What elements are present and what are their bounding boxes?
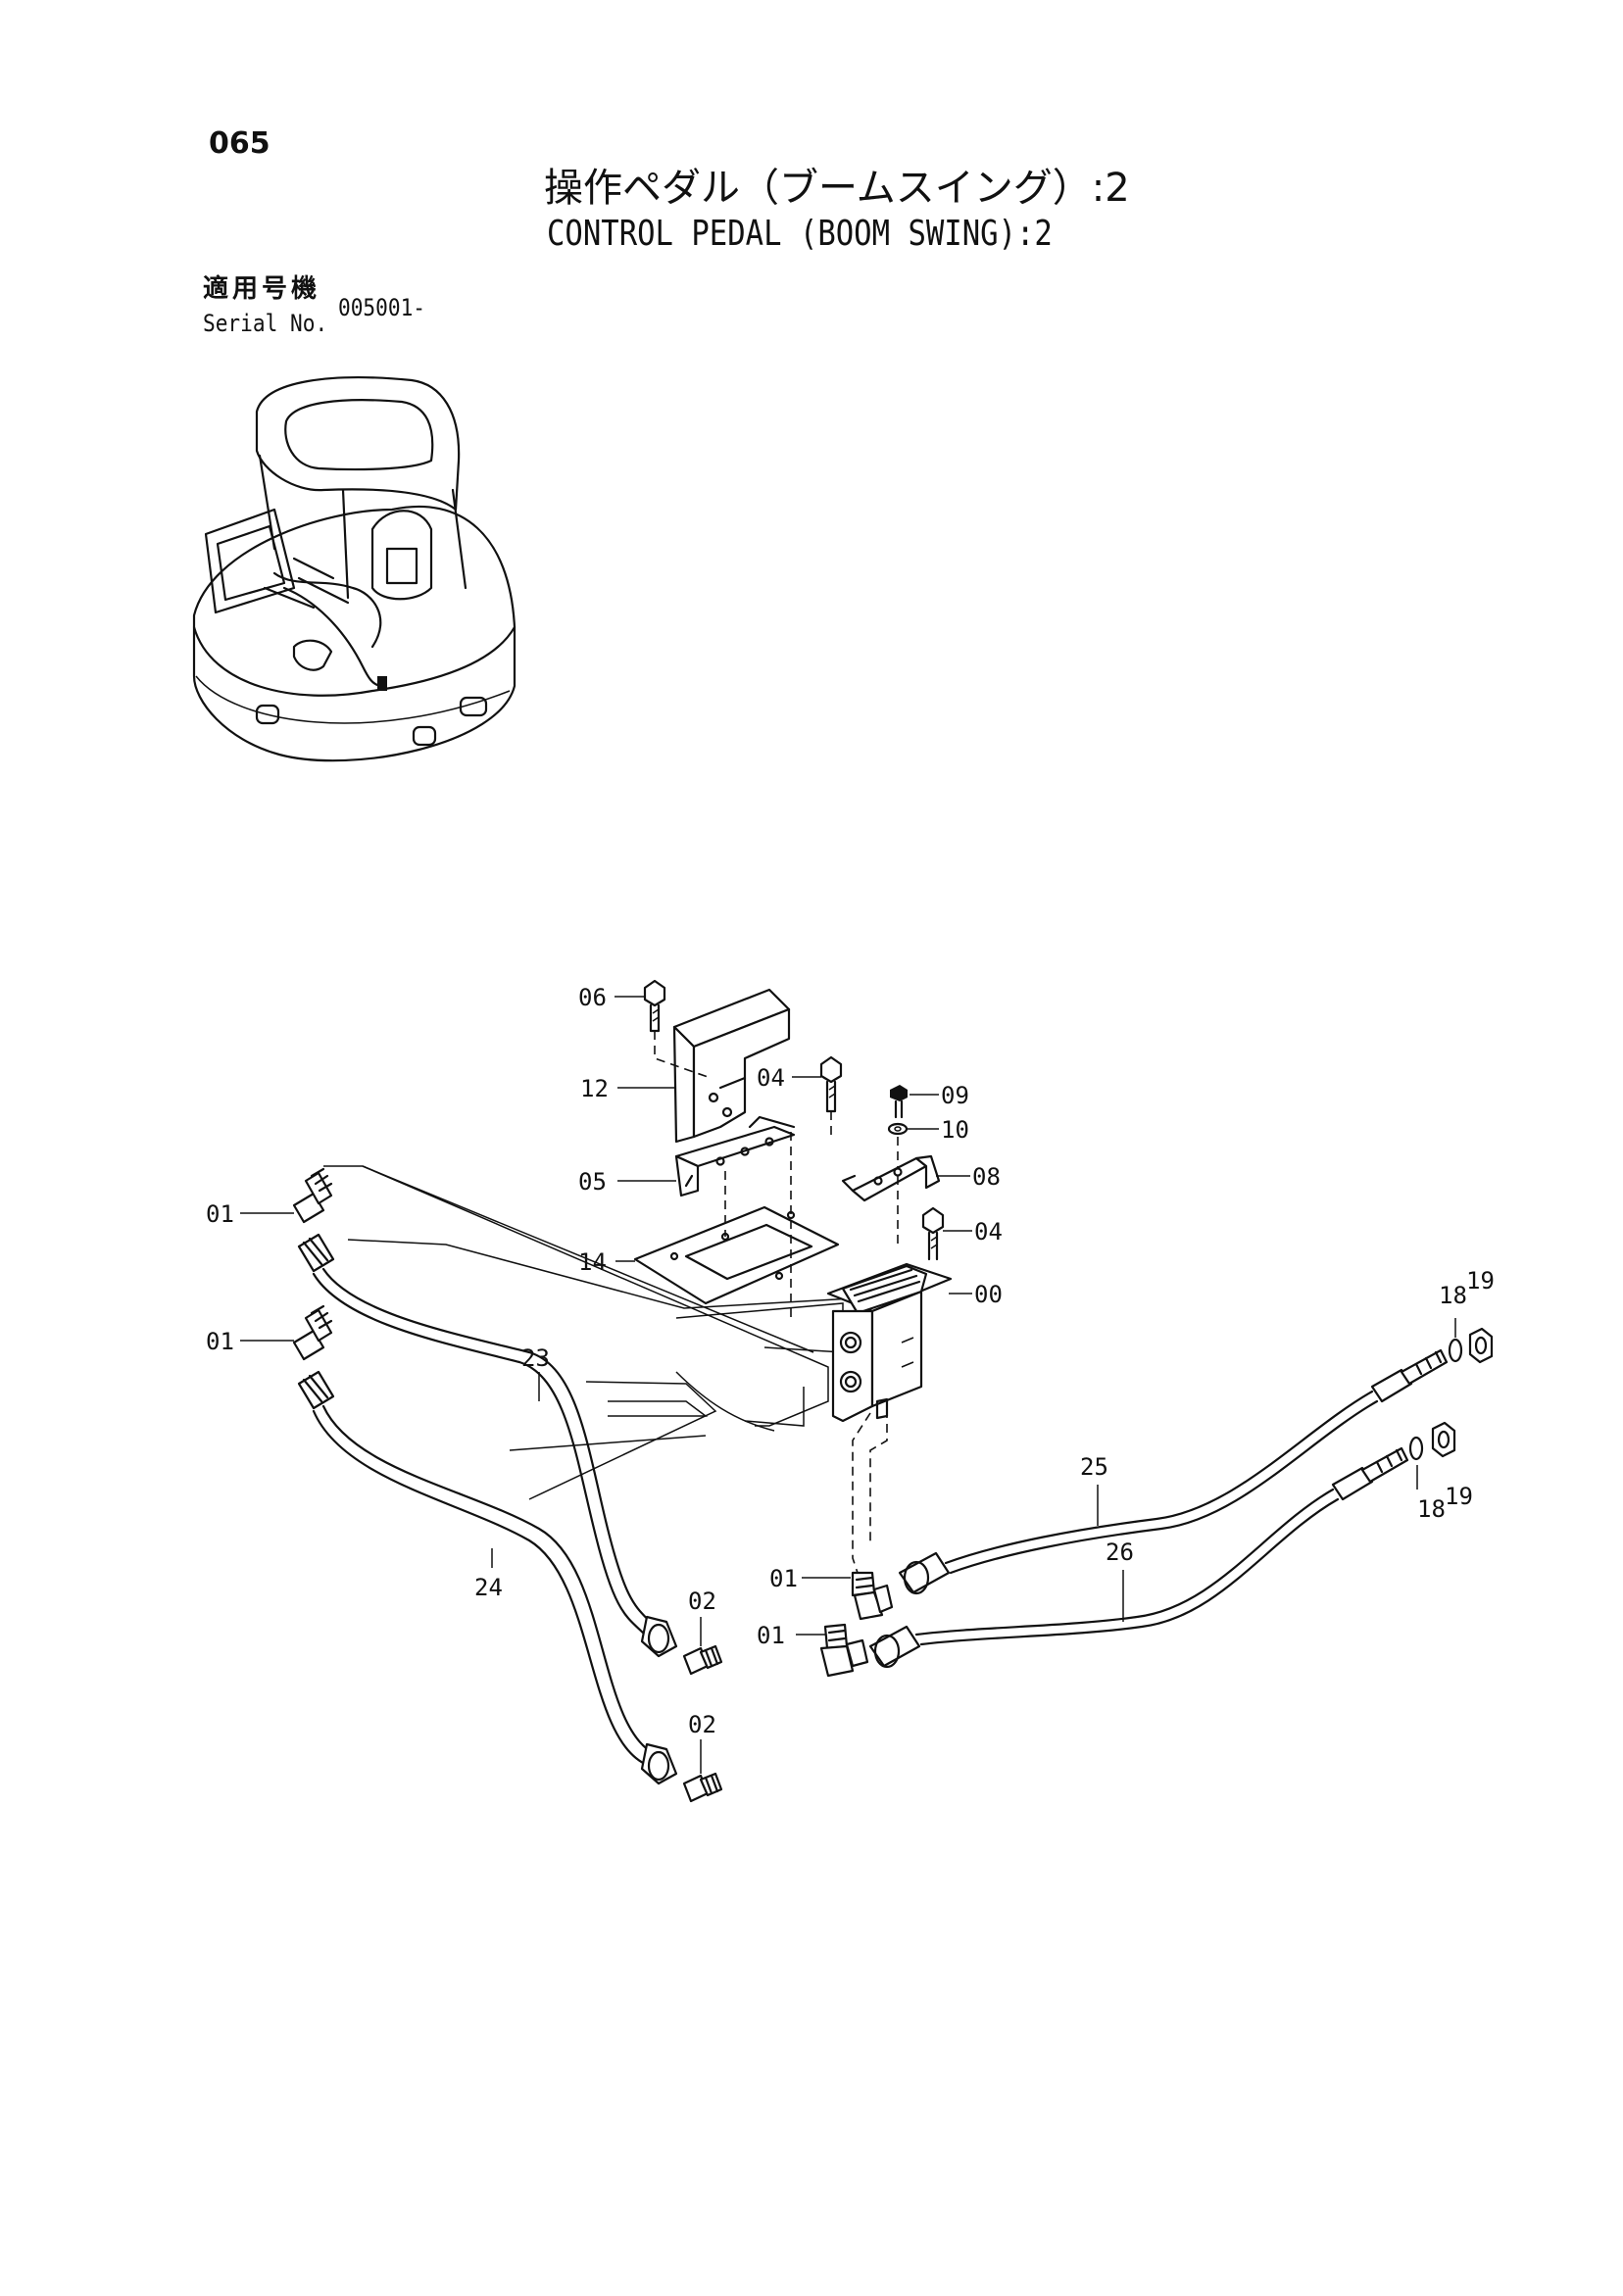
callout-01-center-lower: 01 (757, 1622, 785, 1649)
callout-14: 14 (578, 1248, 607, 1276)
callout-26: 26 (1106, 1539, 1134, 1566)
callout-10: 10 (941, 1116, 969, 1144)
elbow-fitting-part-01-center-upper (851, 1571, 894, 1621)
hose-part-25 (898, 1348, 1449, 1595)
callout-01-center-upper: 01 (769, 1565, 798, 1592)
serial-label-japanese: 適用号機 (203, 274, 321, 304)
serial-label-english: Serial No. (203, 310, 328, 337)
elbow-fitting-part-01-left-lower (292, 1304, 333, 1361)
callout-04-lower: 04 (974, 1218, 1003, 1246)
callout-01-left-upper: 01 (206, 1200, 234, 1228)
callout-labels: 06 12 04 09 10 05 08 01 04 14 00 18 19 0… (206, 984, 1495, 1738)
page-number: 065 (209, 126, 270, 161)
title-japanese: 操作ペダル（ブームスイング）:2 (544, 166, 1130, 211)
callout-23: 23 (521, 1344, 550, 1372)
bracket-part-08 (841, 1154, 941, 1249)
callout-18-upper: 18 (1439, 1282, 1467, 1309)
callout-19-upper: 19 (1466, 1267, 1495, 1295)
callout-01-left-lower: 01 (206, 1328, 234, 1355)
hose-part-24 (297, 1370, 678, 1785)
elbow-fitting-part-01-left-upper (292, 1167, 333, 1224)
callout-02-upper: 02 (688, 1588, 716, 1615)
callout-08: 08 (972, 1163, 1001, 1191)
callout-05: 05 (578, 1168, 607, 1196)
bolt-part-09 (890, 1085, 908, 1119)
adapter-part-02-upper (682, 1644, 723, 1676)
callout-00: 00 (974, 1281, 1003, 1308)
callout-18-lower: 18 (1417, 1495, 1446, 1523)
o-ring-part-18-upper (1448, 1338, 1463, 1363)
callout-02-lower: 02 (688, 1711, 716, 1738)
adapter-part-02-lower (682, 1772, 723, 1803)
callout-24: 24 (474, 1574, 503, 1601)
callout-25: 25 (1080, 1453, 1108, 1481)
hose-part-26 (868, 1446, 1409, 1669)
machine-location-thumbnail (192, 376, 516, 762)
callout-12: 12 (580, 1075, 609, 1102)
callout-leader-lines (240, 996, 1456, 1774)
callout-04-upper: 04 (757, 1064, 785, 1092)
hose-part-23 (297, 1233, 678, 1658)
title-english: CONTROL PEDAL (BOOM SWING):2 (547, 214, 1053, 254)
callout-19-lower: 19 (1445, 1483, 1473, 1510)
pedal-cover-part-12 (672, 988, 791, 1144)
nut-part-19-lower (1431, 1421, 1456, 1458)
gasket-plate-part-14 (633, 1132, 840, 1318)
bolt-part-04-upper (819, 1055, 843, 1137)
callout-06: 06 (578, 984, 607, 1011)
bracket-part-05 (674, 1115, 796, 1197)
pedal-valve-part-00 (826, 1262, 953, 1588)
o-ring-part-18-lower (1408, 1436, 1424, 1461)
elbow-fitting-part-01-center-lower (819, 1623, 869, 1678)
callout-09: 09 (941, 1082, 969, 1109)
bolt-part-04-lower (921, 1206, 945, 1261)
nut-part-19-upper (1468, 1327, 1494, 1364)
serial-number-value: 005001- (338, 294, 426, 321)
bolt-part-06 (643, 979, 712, 1079)
